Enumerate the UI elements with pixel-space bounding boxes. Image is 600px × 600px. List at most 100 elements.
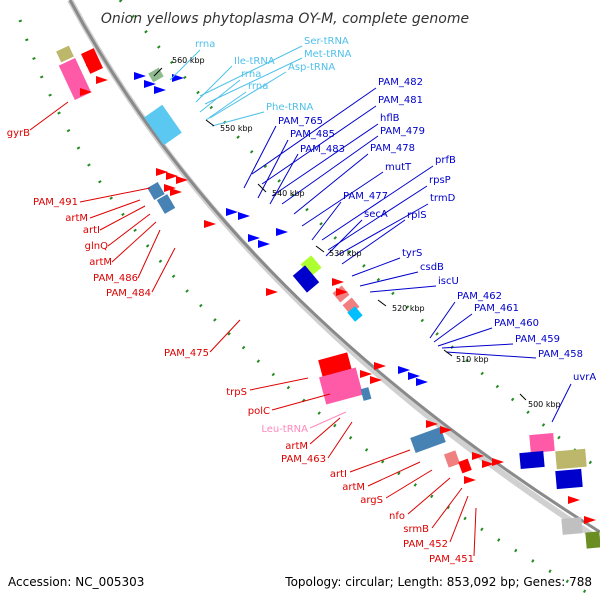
labels_blue-connector-17 [369, 285, 437, 293]
labels_blue-label-14: rplS [407, 210, 427, 221]
labels_blue-connector-8 [301, 171, 384, 227]
labels_trna-connector-5 [199, 79, 241, 113]
labels_red-connector-14 [367, 461, 421, 487]
direction-arrow-20 [360, 370, 372, 378]
labels_red-connector-17 [431, 487, 463, 529]
labels_blue-connector-3 [271, 123, 379, 197]
labels_blue-connector-0 [251, 87, 377, 175]
labels_blue-label-12: trmD [430, 193, 456, 204]
direction-arrow-7 [156, 168, 168, 176]
feature-box-13 [319, 367, 363, 405]
direction-arrow-17 [276, 228, 288, 236]
feature-box-3 [148, 67, 164, 83]
direction-arrow-6 [80, 88, 92, 96]
map-title: Onion yellows phytoplasma OY-M, complete… [101, 11, 469, 27]
tick-label-2: 540 kbp [272, 189, 305, 198]
labels_blue-label-15: tyrS [402, 248, 422, 259]
labels_red-label-2: artM [65, 213, 88, 224]
direction-arrow-25 [416, 378, 428, 386]
tick-line-6 [519, 393, 527, 401]
feature-box-7 [300, 255, 322, 277]
direction-arrow-15 [248, 234, 260, 242]
labels_trna-connector-1 [199, 45, 303, 97]
direction-arrow-27 [440, 426, 452, 434]
labels_red-connector-3 [99, 205, 146, 231]
labels_red-label-9: trpS [226, 387, 247, 398]
gc-track-outer [18, 19, 600, 600]
labels_trna-label-3: Ile-tRNA [234, 56, 275, 67]
labels_blue-label-7: PAM_478 [370, 143, 415, 154]
feature-box-0 [56, 45, 74, 63]
labels_red-connector-7 [151, 247, 176, 293]
labels_blue-label-21: PAM_459 [515, 334, 560, 345]
feature-box-14 [360, 387, 372, 401]
labels_trna-label-4: Asp-tRNA [288, 62, 335, 73]
labels_red-connector-15 [385, 469, 433, 499]
feature-layer [56, 45, 600, 549]
direction-arrow-12 [204, 220, 216, 228]
labels_blue-label-18: PAM_462 [457, 291, 502, 302]
labels_red-connector-11 [309, 417, 341, 445]
labels_blue-label-20: PAM_460 [494, 318, 539, 329]
labels_blue-label-11: rpsP [429, 175, 451, 186]
feature-box-18 [529, 432, 555, 454]
feature-box-17 [458, 458, 472, 474]
labels_blue-connector-14 [341, 219, 406, 265]
labels_trna-label-6: rrna [248, 81, 268, 92]
labels_red-label-3: artI [83, 225, 100, 236]
labels_blue-connector-16 [359, 271, 419, 287]
direction-arrow-16 [258, 240, 270, 248]
direction-arrow-0 [134, 72, 146, 80]
labels_blue-connector-5 [281, 135, 379, 205]
labels_trna-label-5: rrna [241, 69, 261, 80]
direction-arrow-13 [226, 208, 238, 216]
labels_red-connector-18 [449, 495, 469, 543]
direction-arrow-19 [336, 288, 348, 296]
feature-box-20 [555, 448, 587, 470]
direction-arrow-28 [472, 452, 484, 460]
direction-arrow-10 [170, 188, 182, 196]
direction-arrow-2 [154, 86, 166, 94]
labels_pink-label-0: Leu-tRNA [261, 424, 308, 435]
labels_red-label-4: glnQ [85, 241, 108, 252]
labels_red-label-7: PAM_484 [106, 288, 151, 299]
direction-arrow-24 [408, 372, 420, 380]
direction-arrow-29 [482, 460, 494, 468]
labels_trna-connector-0 [169, 49, 201, 81]
direction-arrow-23 [398, 366, 410, 374]
direction-arrow-21 [370, 376, 382, 384]
direction-arrow-14 [238, 212, 250, 220]
labels_red-label-18: PAM_452 [403, 539, 448, 550]
direction-arrow-26 [426, 420, 438, 428]
feature-box-8 [292, 265, 320, 293]
labels_blue-connector-22 [445, 351, 537, 359]
labels_red-connector-0 [29, 101, 69, 131]
labels_red-label-8: PAM_475 [164, 348, 209, 359]
labels_red-connector-16 [407, 477, 451, 515]
feature-box-16 [443, 450, 461, 468]
labels_trna-label-1: Ser-tRNA [304, 36, 349, 47]
feature-box-21 [555, 468, 583, 490]
direction-arrow-22 [374, 362, 386, 370]
direction-arrow-3 [172, 74, 184, 82]
labels_blue-label-0: PAM_482 [378, 77, 423, 88]
connector-layer [29, 45, 572, 557]
labels_red-label-15: argS [360, 495, 383, 506]
labels_trna-label-7: Phe-tRNA [266, 102, 313, 113]
labels_red-connector-6 [137, 229, 161, 279]
tick-label-3: 530 kbp [329, 249, 362, 258]
direction-arrow-32 [266, 288, 278, 296]
labels_red-connector-12 [327, 421, 353, 459]
labels_red-connector-5 [111, 221, 157, 263]
labels_red-label-12: PAM_463 [281, 454, 326, 465]
labels_blue-connector-18 [429, 301, 456, 339]
feature-box-4 [144, 104, 182, 146]
tick-label-6: 500 kbp [528, 400, 561, 409]
feature-box-22 [561, 517, 583, 535]
labels_blue-label-16: csdB [420, 262, 444, 273]
labels_trna-connector-3 [195, 65, 233, 103]
labels_blue-label-2: PAM_765 [278, 116, 323, 127]
tick-line-2 [257, 183, 267, 193]
labels_trna-connector-4 [209, 71, 287, 119]
